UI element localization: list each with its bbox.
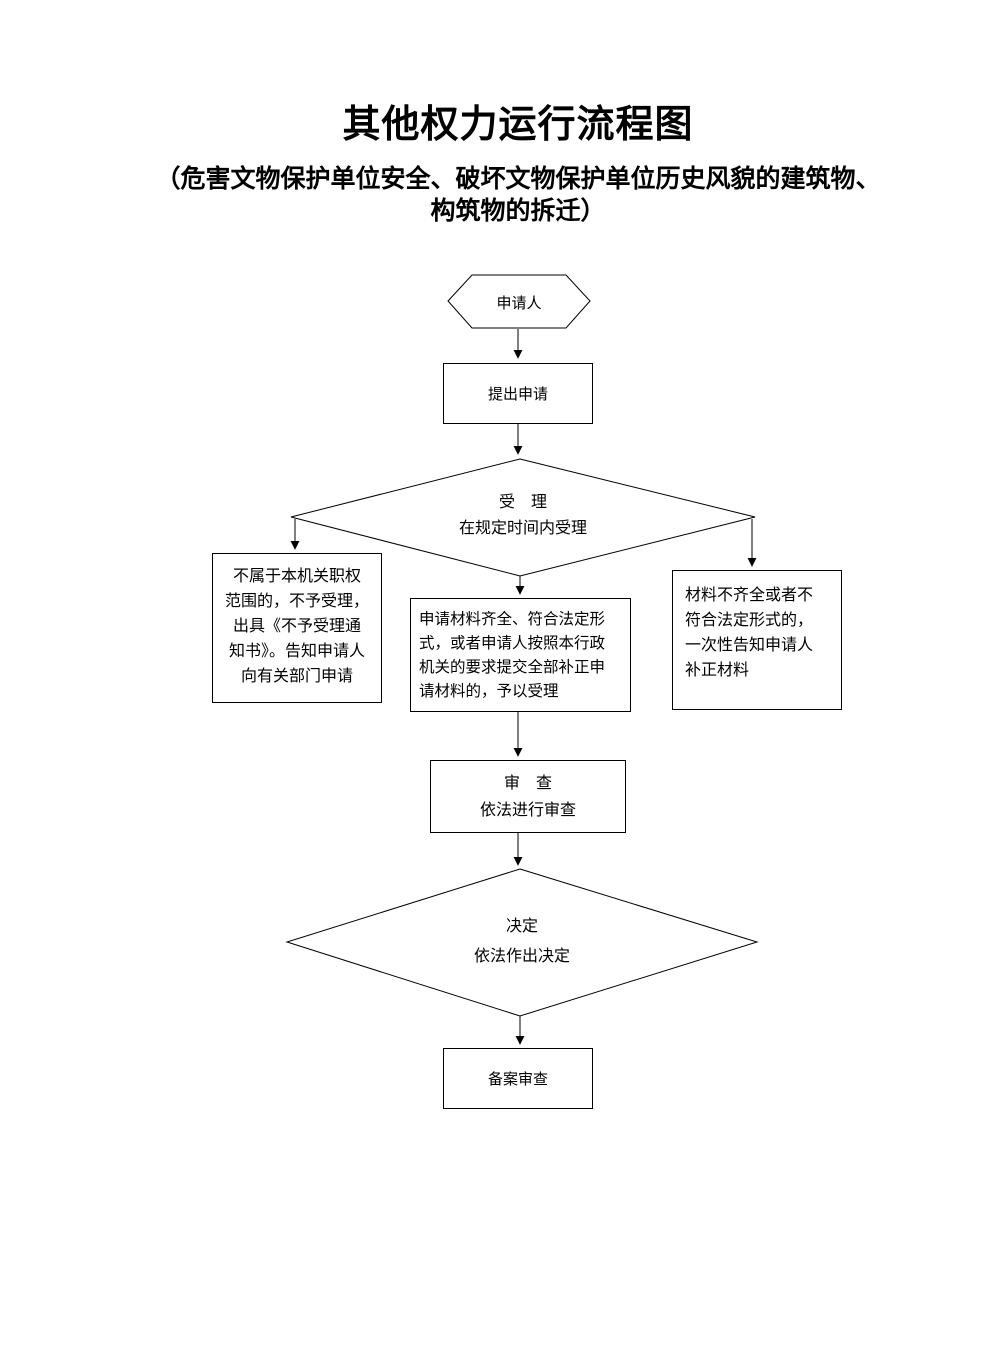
node-review: 审 查 依法进行审查 (430, 760, 626, 833)
node-not-accepted-line4: 知书》。告知申请人 (228, 643, 365, 660)
node-submit-application: 提出申请 (443, 363, 593, 424)
node-applicant: 申请人 (496, 295, 542, 312)
node-accepted-line4: 请材料的，予以受理 (419, 683, 559, 700)
node-review-title: 审 查 (503, 774, 552, 792)
node-submit-application-label: 提出申请 (487, 387, 548, 403)
node-accepted-line2: 式，或者申请人按照本行政 (419, 635, 606, 652)
node-accepted-line1: 申请材料齐全、符合法定形 (419, 611, 606, 628)
applicant-hexagon (447, 274, 591, 329)
page-subtitle-line2: 构筑物的拆迁） (430, 197, 606, 225)
node-supplement-line2: 符合法定形式的， (685, 612, 814, 629)
node-not-accepted-line1: 不属于本机关职权 (232, 568, 361, 585)
node-decision-desc: 依法作出决定 (473, 948, 570, 965)
node-not-accepted-line5: 向有关部门申请 (240, 668, 353, 685)
node-decision: 决定 依法作出决定 (287, 912, 757, 972)
node-acceptance: 受 理 在规定时间内受理 (291, 490, 755, 542)
node-acceptance-desc: 在规定时间内受理 (458, 520, 587, 537)
node-decision-title: 决定 (505, 918, 538, 935)
page-title: 其他权力运行流程图 (342, 104, 694, 146)
node-not-accepted-line3: 出具《不予受理通 (232, 618, 361, 635)
node-supplement-line3: 一次性告知申请人 (685, 637, 814, 654)
page-subtitle: （危害文物保护单位安全、破坏文物保护单位历史风貌的建筑物、 构筑物的拆迁） (38, 163, 998, 227)
node-acceptance-title: 受 理 (498, 494, 547, 511)
node-accepted-line3: 机关的要求提交全部补正申 (419, 659, 606, 676)
node-supplement-line1: 材料不齐全或者不 (685, 587, 814, 604)
node-review-desc: 依法进行审查 (479, 801, 576, 819)
node-record-review-label: 备案审查 (487, 1072, 548, 1088)
node-supplement-line4: 补正材料 (685, 662, 750, 679)
node-supplement: 材料不齐全或者不 符合法定形式的， 一次性告知申请人 补正材料 (672, 570, 842, 710)
page-subtitle-line1: （危害文物保护单位安全、破坏文物保护单位历史风貌的建筑物、 (155, 165, 881, 193)
node-record-review: 备案审查 (443, 1048, 593, 1109)
node-accepted: 申请材料齐全、符合法定形 式，或者申请人按照本行政 机关的要求提交全部补正申 请… (410, 598, 631, 712)
node-not-accepted-line2: 范围的，不予受理， (224, 593, 369, 610)
node-not-accepted: 不属于本机关职权 范围的，不予受理， 出具《不予受理通 知书》。告知申请人 向有… (212, 553, 382, 703)
